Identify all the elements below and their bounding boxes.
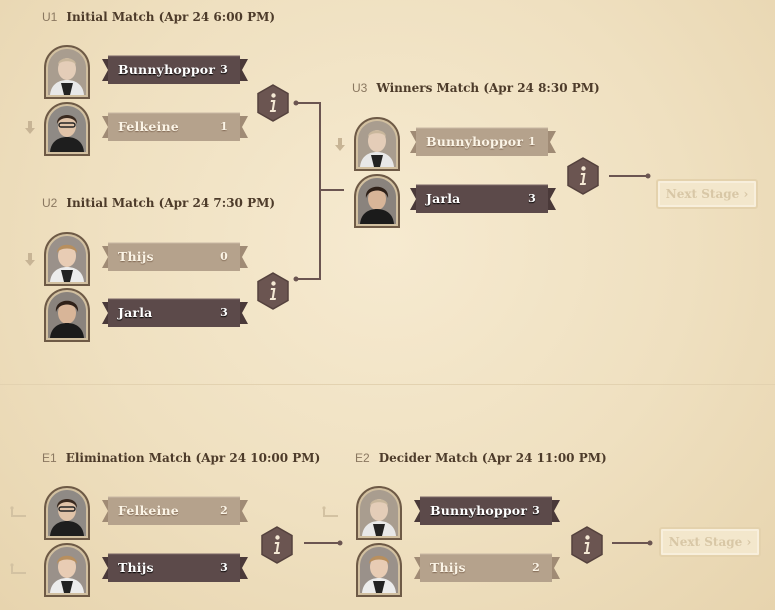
info-icon — [261, 526, 293, 564]
player-banner[interactable]: Felkeine 2 — [96, 494, 254, 528]
match-code: U2 — [42, 196, 58, 210]
next-stage-label: Next Stage — [668, 535, 743, 549]
down-arrow-icon — [334, 137, 346, 151]
next-stage-button[interactable]: Next Stage › — [656, 179, 758, 209]
player-score: 3 — [220, 561, 228, 574]
match-code: E1 — [42, 451, 57, 465]
down-arrow-icon — [24, 120, 36, 134]
player-name: Thijs — [430, 560, 466, 575]
match-info-button[interactable] — [570, 526, 604, 564]
player-banner[interactable]: Bunnyhoppor 1 — [404, 125, 562, 159]
match-header-e2: E2 Decider Match (Apr 24 11:00 PM) — [355, 447, 607, 467]
match-code: E2 — [355, 451, 370, 465]
player-score: 0 — [220, 250, 228, 263]
player-banner[interactable]: Thijs 2 — [408, 551, 566, 585]
match-title: Initial Match (Apr 24 7:30 PM) — [66, 196, 276, 210]
player-score: 1 — [220, 120, 228, 133]
player-score: 2 — [220, 504, 228, 517]
player-portrait — [354, 174, 400, 228]
player-portrait — [354, 117, 400, 171]
elimination-bracket-icon — [10, 562, 28, 576]
player-portrait — [356, 543, 402, 597]
player-banner[interactable]: Jarla 3 — [96, 296, 254, 330]
next-stage-label: Next Stage — [665, 187, 740, 201]
player-name: Bunnyhoppor — [430, 503, 528, 518]
player-banner[interactable]: Jarla 3 — [404, 182, 562, 216]
info-icon — [571, 526, 603, 564]
info-icon — [567, 157, 599, 195]
player-score: 3 — [220, 63, 228, 76]
player-name: Felkeine — [118, 119, 179, 134]
info-icon — [257, 272, 289, 310]
player-score: 3 — [532, 504, 540, 517]
player-name: Jarla — [118, 305, 153, 320]
elimination-bracket-icon — [322, 505, 340, 519]
player-banner[interactable]: Bunnyhoppor 3 — [408, 494, 566, 528]
player-score: 3 — [528, 192, 536, 205]
match-info-button[interactable] — [256, 84, 290, 122]
player-portrait — [44, 102, 90, 156]
match-title: Decider Match (Apr 24 11:00 PM) — [378, 451, 607, 465]
player-portrait — [44, 45, 90, 99]
match-header-u1: U1 Initial Match (Apr 24 6:00 PM) — [42, 6, 275, 26]
player-name: Bunnyhoppor — [426, 134, 524, 149]
player-score: 1 — [528, 135, 536, 148]
elimination-bracket-icon — [10, 505, 28, 519]
player-banner[interactable]: Felkeine 1 — [96, 110, 254, 144]
match-info-button[interactable] — [566, 157, 600, 195]
player-portrait — [356, 486, 402, 540]
player-portrait — [44, 288, 90, 342]
match-title: Elimination Match (Apr 24 10:00 PM) — [65, 451, 321, 465]
player-banner[interactable]: Bunnyhoppor 3 — [96, 53, 254, 87]
player-portrait — [44, 543, 90, 597]
chevron-right-icon: › — [746, 535, 752, 549]
match-title: Winners Match (Apr 24 8:30 PM) — [376, 81, 600, 95]
player-banner[interactable]: Thijs 0 — [96, 240, 254, 274]
player-name: Thijs — [118, 249, 154, 264]
next-stage-button[interactable]: Next Stage › — [659, 527, 761, 557]
match-info-button[interactable] — [260, 526, 294, 564]
chevron-right-icon: › — [743, 187, 749, 201]
player-portrait — [44, 486, 90, 540]
player-name: Jarla — [426, 191, 461, 206]
info-icon — [257, 84, 289, 122]
match-header-u2: U2 Initial Match (Apr 24 7:30 PM) — [42, 192, 275, 212]
match-title: Initial Match (Apr 24 6:00 PM) — [66, 10, 276, 24]
player-portrait — [44, 232, 90, 286]
down-arrow-icon — [24, 252, 36, 266]
match-info-button[interactable] — [256, 272, 290, 310]
player-name: Felkeine — [118, 503, 179, 518]
player-name: Thijs — [118, 560, 154, 575]
match-header-e1: E1 Elimination Match (Apr 24 10:00 PM) — [42, 447, 320, 467]
player-score: 2 — [532, 561, 540, 574]
match-header-u3: U3 Winners Match (Apr 24 8:30 PM) — [352, 77, 600, 97]
section-divider — [0, 384, 775, 385]
player-score: 3 — [220, 306, 228, 319]
player-name: Bunnyhoppor — [118, 62, 216, 77]
player-banner[interactable]: Thijs 3 — [96, 551, 254, 585]
match-code: U1 — [42, 10, 58, 24]
match-code: U3 — [352, 81, 368, 95]
